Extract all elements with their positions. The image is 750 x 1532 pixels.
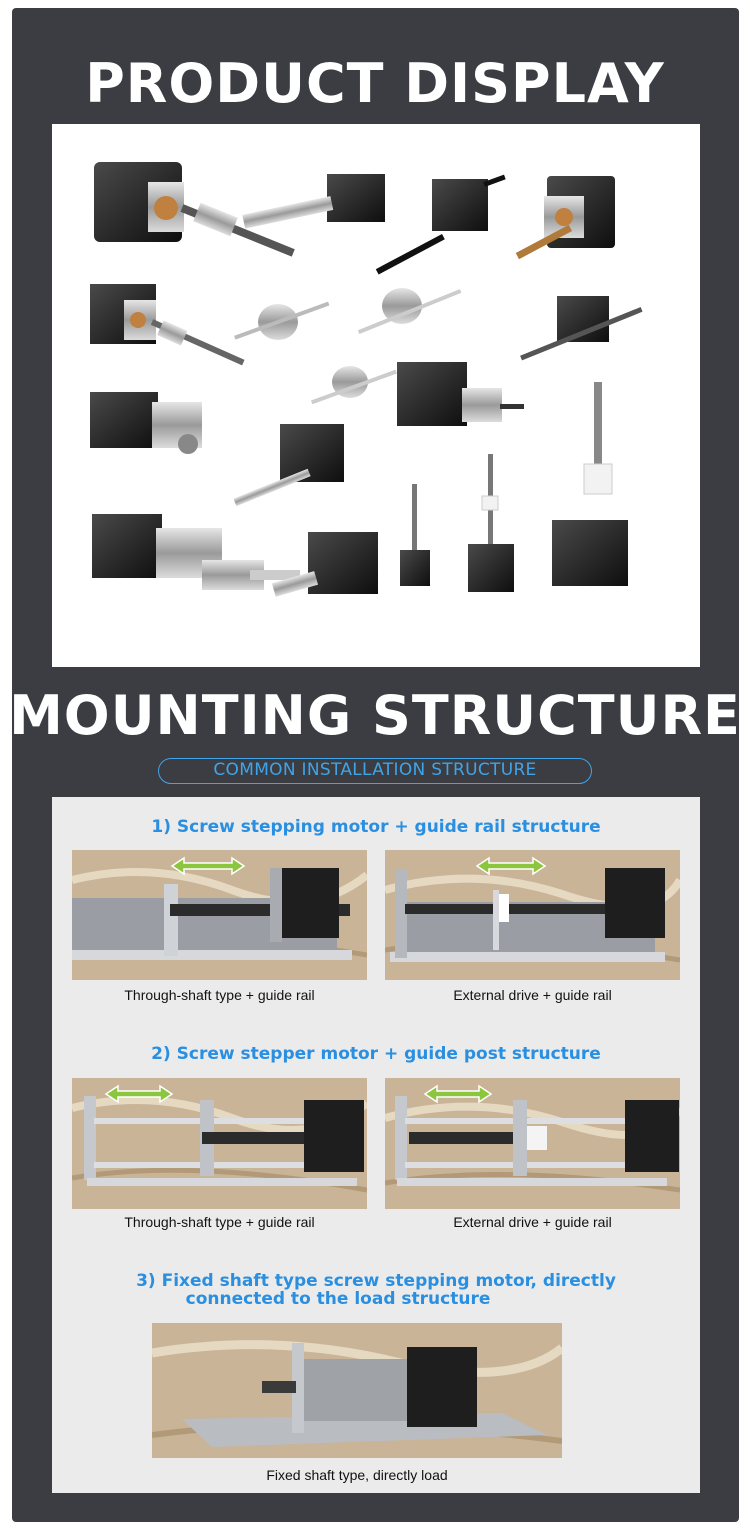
section-3-title-line1: 3) Fixed shaft type screw stepping motor…	[136, 1271, 616, 1291]
product-gallery	[52, 124, 700, 667]
photo-guide-rail-through-shaft	[72, 850, 367, 980]
motor-small-rod	[520, 296, 643, 361]
photo-guide-rail-external	[385, 850, 680, 980]
motor-hybrid-linear	[233, 424, 344, 507]
motor-mini-screw-a	[400, 484, 430, 586]
caption-2b: External drive + guide rail	[453, 1214, 612, 1230]
caption-1b: External drive + guide rail	[453, 987, 612, 1003]
caption-2a: Through-shaft type + guide rail	[124, 1214, 315, 1230]
section-1-title: 1) Screw stepping motor + guide rail str…	[151, 817, 601, 837]
motor-lead-nut	[397, 362, 524, 426]
photo-guide-post-through-shaft	[72, 1078, 367, 1209]
motor-ballscrew-large	[94, 162, 295, 257]
can-stack-motors	[234, 288, 462, 405]
motor-ballscrew-small	[90, 284, 245, 366]
motor-black-rod	[375, 174, 506, 275]
motor-leadscrew-flange	[515, 176, 615, 260]
section-2-title: 2) Screw stepper motor + guide post stru…	[151, 1044, 601, 1064]
mounting-panel: 1) Screw stepping motor + guide rail str…	[52, 797, 700, 1493]
installation-subtitle: COMMON INSTALLATION STRUCTURE	[158, 758, 592, 784]
motor-tall-screw	[552, 382, 628, 586]
mounting-structure-heading: MOUNTING STRUCTURE	[9, 684, 741, 747]
section-3-title-line2: connected to the load structure	[185, 1289, 491, 1309]
product-gallery-illustration	[90, 162, 643, 597]
caption-1a: Through-shaft type + guide rail	[124, 987, 315, 1003]
motor-linear-actuator	[92, 514, 300, 590]
photo-fixed-shaft-direct-load	[152, 1323, 562, 1458]
photo-guide-post-external	[385, 1078, 680, 1209]
motor-mini-screw-b	[468, 454, 514, 592]
motor-gearbox	[90, 392, 202, 454]
product-display-heading: PRODUCT DISPLAY	[85, 52, 665, 115]
caption-3: Fixed shaft type, directly load	[266, 1467, 448, 1483]
motor-linear-shaft	[242, 174, 385, 229]
motor-short-shaft	[271, 532, 378, 597]
